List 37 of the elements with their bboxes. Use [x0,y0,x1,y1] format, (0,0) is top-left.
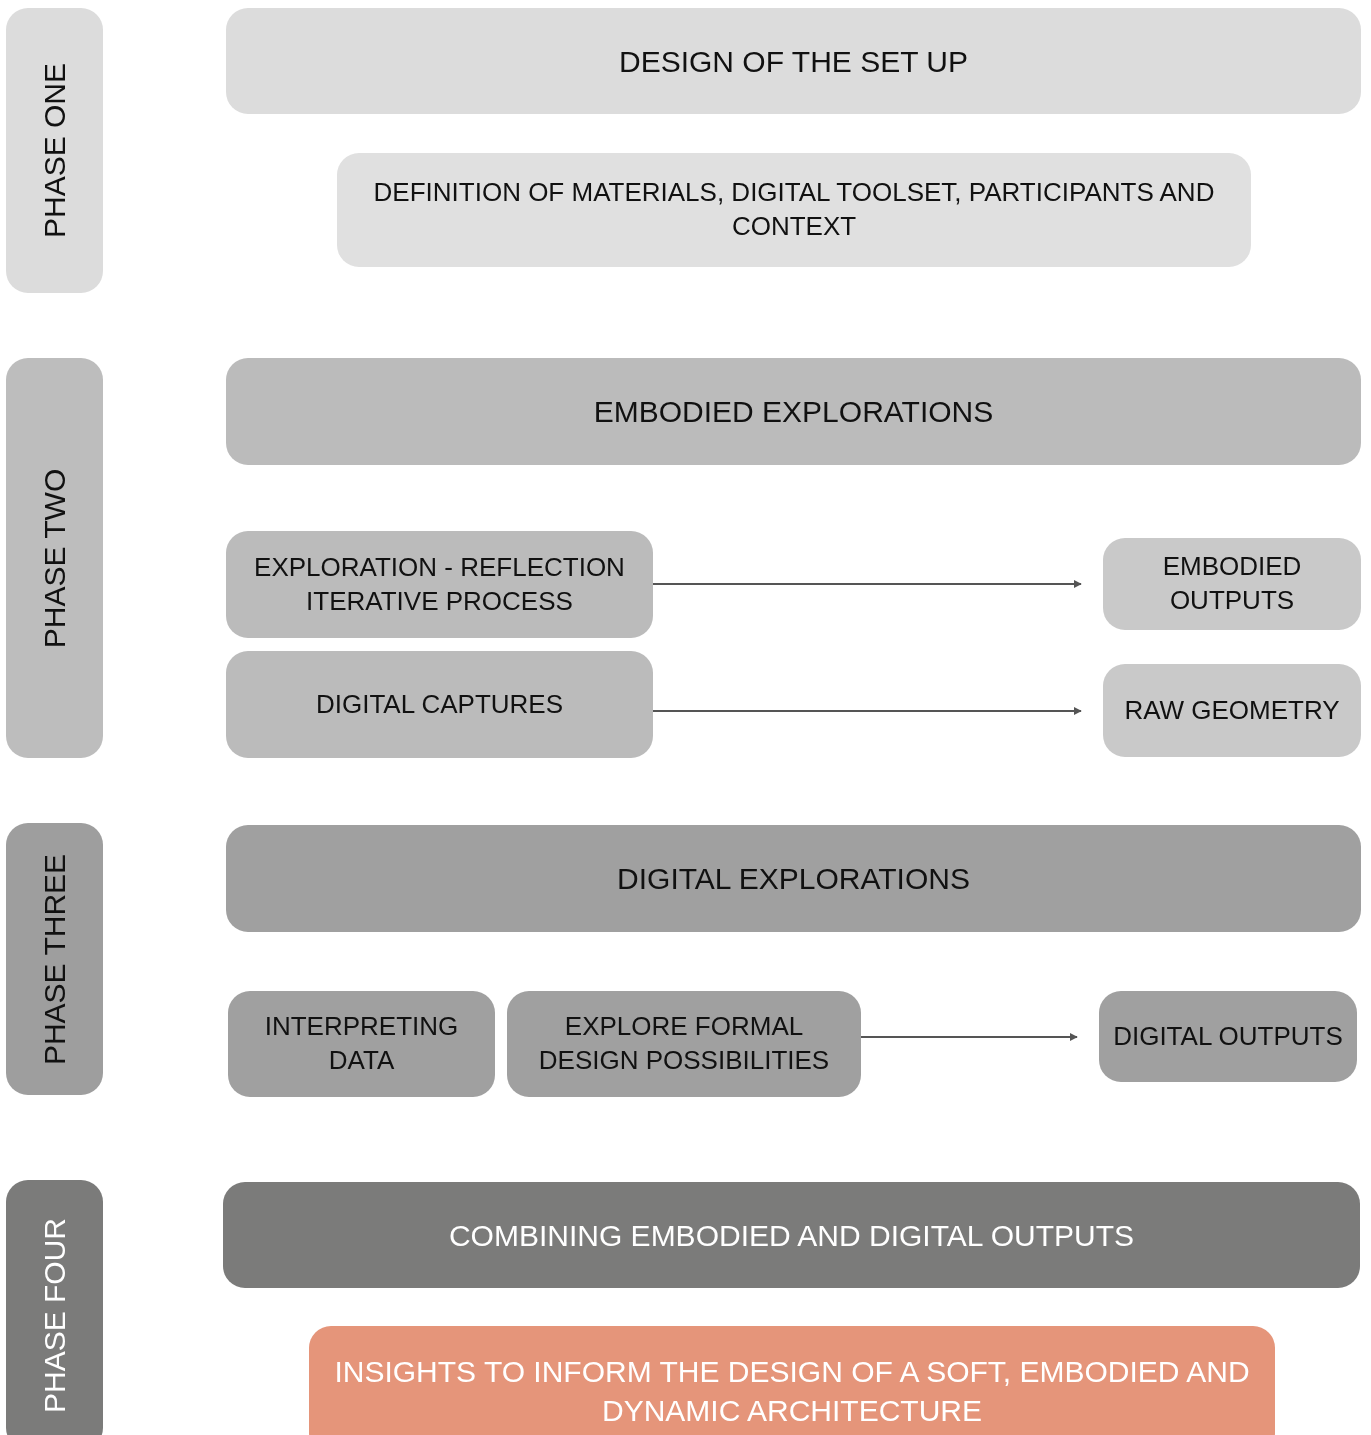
box-label: EXPLORE FORMAL DESIGN POSSIBILITIES [537,1010,831,1077]
arrow [860,1033,1078,1041]
box-label: DEFINITION OF MATERIALS, DIGITAL TOOLSET, PARTICIPANTS AND CONTEXT [372,176,1216,243]
process-box [226,531,653,638]
process-box [228,991,495,1097]
phase-label [6,358,103,758]
arrow [652,707,1082,715]
box-label: DIGITAL EXPLORATIONS [616,861,971,897]
box-label: EMBODIED EXPLORATIONS [592,394,995,430]
phase-title: PHASE TWO [37,467,72,650]
box-label: DIGITAL OUTPUTS [1112,1019,1344,1053]
box-label: RAW GEOMETRY [1123,693,1341,727]
box-label: INTERPRETING DATA [263,1010,460,1077]
process-box [337,153,1251,267]
process-box [309,1326,1275,1435]
process-box [1103,538,1361,630]
arrow [652,580,1082,588]
process-box [226,651,653,758]
process-box [226,358,1361,465]
process-box [226,825,1361,932]
box-label: INSIGHTS TO INFORM THE DESIGN OF A SOFT, EMBODIED AND DYNAMIC ARCHITECTURE [333,1354,1251,1429]
process-box [507,991,861,1097]
box-label: EXPLORATION - REFLECTION ITERATIVE PROCESS [253,550,626,618]
box-label: DIGITAL CAPTURES [314,687,564,721]
phase-title: PHASE THREE [37,852,72,1067]
box-label: EMBODIED OUTPUTS [1161,550,1303,617]
box-label: COMBINING EMBODIED AND DIGITAL OUTPUTS [447,1217,1136,1254]
process-box [1103,664,1361,757]
phase-title: PHASE FOUR [37,1216,72,1415]
phase-label [6,1180,103,1435]
process-box [1099,991,1357,1082]
process-box [223,1182,1360,1288]
box-label: DESIGN OF THE SET UP [618,43,969,80]
process-box [226,8,1361,114]
phase-label [6,823,103,1095]
phase-title: PHASE ONE [37,61,72,241]
phase-label [6,8,103,293]
